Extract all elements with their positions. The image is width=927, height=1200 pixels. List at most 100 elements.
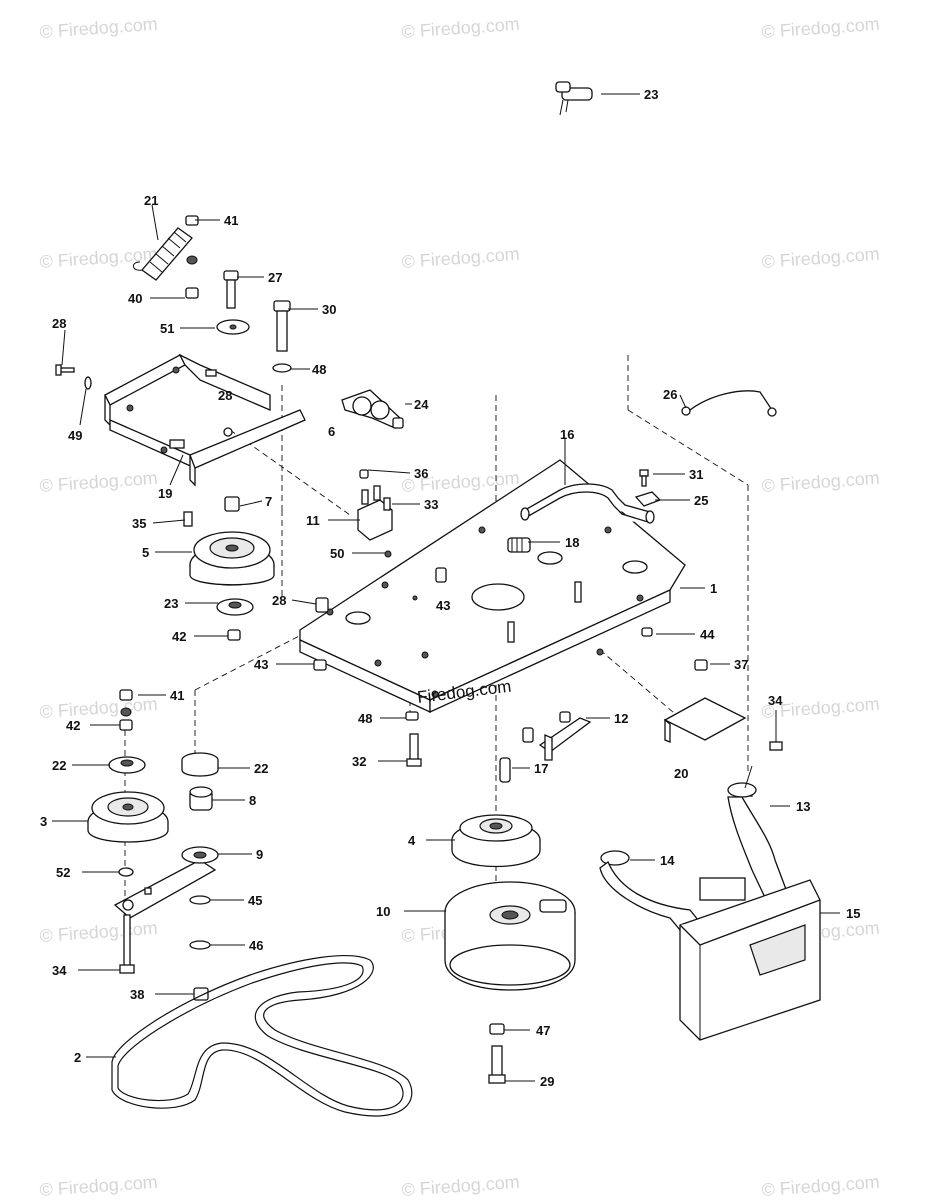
bracket-frame-6 bbox=[104, 353, 306, 487]
callout-44: 44 bbox=[700, 627, 715, 642]
bolt-35 bbox=[119, 914, 209, 1001]
watermark: © Firedog.com bbox=[401, 244, 520, 272]
callout-24: 23 bbox=[644, 87, 658, 102]
belt-2 bbox=[111, 955, 413, 1117]
callout-43: 43 bbox=[254, 657, 268, 672]
bolt-30 bbox=[488, 1023, 506, 1084]
callout-numbers: 23 21 41 27 40 30 28 51 48 28 26 24 6 49… bbox=[40, 87, 860, 1089]
nut-28 bbox=[313, 567, 653, 671]
callout-5: 5 bbox=[142, 545, 149, 560]
callout-16: 16 bbox=[560, 427, 574, 442]
callout-49: 49 bbox=[68, 428, 82, 443]
callout-45: 45 bbox=[248, 893, 262, 908]
callout-41: 41 bbox=[170, 688, 184, 703]
callout-41: 41 bbox=[224, 213, 238, 228]
callout-13: 13 bbox=[796, 799, 810, 814]
watermark: © Firedog.com bbox=[39, 468, 158, 496]
callout-39: 38 bbox=[130, 987, 144, 1002]
callout-38: 36 bbox=[414, 466, 428, 481]
callout-37: 35 bbox=[132, 516, 146, 531]
callout-38: 37 bbox=[734, 657, 748, 672]
tube-16 bbox=[520, 483, 655, 524]
watermark: © Firedog.com bbox=[761, 1172, 880, 1200]
callout-26: 26 bbox=[663, 387, 677, 402]
callout-40: 40 bbox=[128, 291, 142, 306]
callout-28: 28 bbox=[218, 388, 232, 403]
callout-27: 27 bbox=[268, 270, 282, 285]
callout-3: 3 bbox=[40, 814, 47, 829]
bolt-27 bbox=[216, 270, 250, 335]
callout-51: 51 bbox=[160, 321, 174, 336]
exhaust-pipe-13 bbox=[727, 782, 791, 909]
watermark: © Firedog.com bbox=[761, 244, 880, 272]
watermark: © Firedog.com bbox=[39, 918, 158, 946]
callout-35: 34 bbox=[52, 963, 67, 978]
callout-34: 33 bbox=[424, 497, 438, 512]
callout-15: 15 bbox=[846, 906, 860, 921]
connector-24-mid bbox=[341, 389, 404, 429]
bolt-32 bbox=[634, 469, 662, 507]
callout-2: 2 bbox=[74, 1050, 81, 1065]
callout-48: 48 bbox=[358, 711, 372, 726]
callout-31: 30 bbox=[322, 302, 336, 317]
callout-7: 7 bbox=[265, 494, 272, 509]
fitting-18 bbox=[507, 537, 531, 553]
callout-36: 34 bbox=[768, 693, 783, 708]
idler-arm-9 bbox=[113, 846, 219, 919]
clutch-10 bbox=[444, 881, 576, 991]
callout-12: 12 bbox=[614, 711, 628, 726]
watermark: © Firedog.com bbox=[39, 1172, 158, 1200]
washer-45 bbox=[189, 895, 211, 950]
callout-23: 22 bbox=[52, 758, 66, 773]
muffler-15 bbox=[679, 877, 821, 1041]
callout-43: 43 bbox=[436, 598, 450, 613]
watermark: © Firedog.com bbox=[761, 468, 880, 496]
callout-47: 47 bbox=[536, 1023, 550, 1038]
bushing-23 bbox=[216, 598, 254, 641]
callout-9: 9 bbox=[256, 847, 263, 862]
watermark: © Firedog.com bbox=[39, 14, 158, 42]
pulley-4 bbox=[451, 814, 541, 868]
callout-11: 11 bbox=[306, 513, 320, 528]
callout-1: 1 bbox=[710, 581, 717, 596]
watermark: © Firedog.com bbox=[761, 14, 880, 42]
callout-17: 17 bbox=[534, 761, 548, 776]
callout-10: 10 bbox=[376, 904, 390, 919]
bracket-12 bbox=[522, 711, 592, 761]
callout-42: 42 bbox=[172, 629, 186, 644]
callout-8: 8 bbox=[249, 793, 256, 808]
bolt-29 bbox=[55, 364, 92, 390]
bolt-33 bbox=[405, 711, 422, 767]
callout-46: 46 bbox=[249, 938, 263, 953]
callout-leaders bbox=[52, 93, 840, 1082]
callout-28: 28 bbox=[272, 593, 286, 608]
callout-19: 19 bbox=[158, 486, 172, 501]
connector-24-top bbox=[555, 81, 593, 116]
callout-48: 48 bbox=[312, 362, 326, 377]
spacer-22 bbox=[181, 752, 219, 811]
watermark: © Firedog.com bbox=[401, 14, 520, 42]
callout-33: 32 bbox=[352, 754, 366, 769]
callout-21: 21 bbox=[144, 193, 158, 208]
callout-20: 20 bbox=[674, 766, 688, 781]
pulley-5 bbox=[183, 496, 275, 586]
callout-29: 28 bbox=[52, 316, 66, 331]
callout-23: 23 bbox=[164, 596, 178, 611]
watermark: © Firedog.com bbox=[401, 1172, 520, 1200]
nut-41-top bbox=[185, 215, 199, 299]
callout-32: 31 bbox=[689, 467, 703, 482]
cable-26 bbox=[681, 390, 777, 417]
callout-25: 25 bbox=[694, 493, 708, 508]
callout-50: 50 bbox=[330, 546, 344, 561]
chassis-plate bbox=[299, 459, 686, 714]
pin-17 bbox=[499, 757, 511, 783]
bolt-31 bbox=[272, 300, 292, 373]
callout-24: 24 bbox=[414, 397, 429, 412]
callout-14: 14 bbox=[660, 853, 675, 868]
callout-22: 22 bbox=[254, 761, 268, 776]
watermark: © Firedog.com bbox=[39, 694, 158, 722]
callout-30: 29 bbox=[540, 1074, 554, 1089]
callout-6: 6 bbox=[328, 424, 335, 439]
solenoid-11 bbox=[357, 469, 393, 558]
